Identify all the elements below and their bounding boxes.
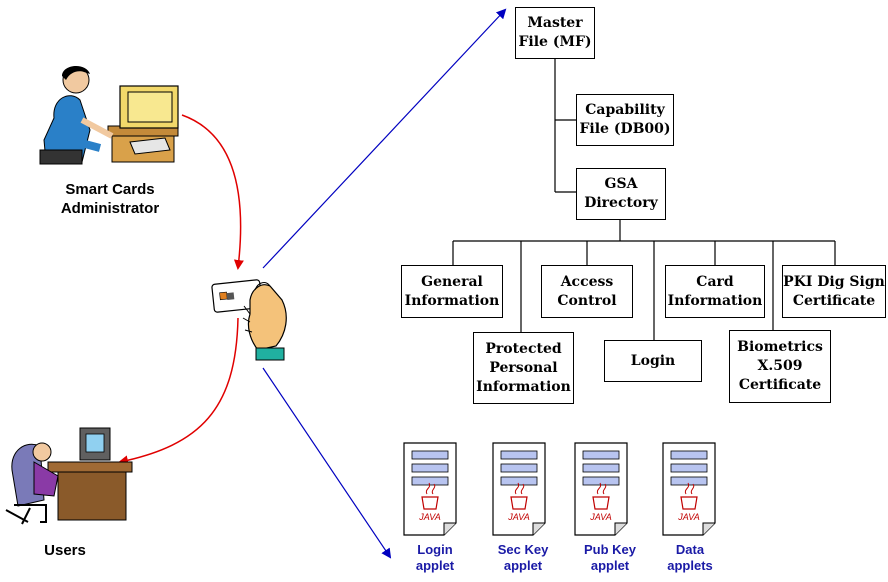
admin-to-card-arrow xyxy=(181,114,244,270)
applet-document-icon: JAVA xyxy=(662,442,716,536)
smart-card-hand-icon xyxy=(211,279,287,361)
applet-document-icon: JAVA xyxy=(574,442,628,536)
access-control-box: Access Control xyxy=(541,265,633,318)
java-logo-text: JAVA xyxy=(507,512,530,522)
card-to-users-arrow xyxy=(118,317,239,466)
java-logo-text: JAVA xyxy=(677,512,700,522)
protected-personal-information-box: Protected Personal Information xyxy=(473,332,574,404)
applet-document-icon: JAVA xyxy=(492,442,546,536)
applet-label: Pub Key applet xyxy=(583,542,636,573)
tree-connectors xyxy=(452,58,836,340)
card-to-applets-arrow xyxy=(262,367,392,559)
card-information-box: Card Information xyxy=(665,265,765,318)
java-logo-text: JAVA xyxy=(418,512,441,522)
master-file-box: Master File (MF) xyxy=(515,7,595,59)
java-logo-text: JAVA xyxy=(589,512,612,522)
biometrics-certificate-box: Biometrics X.509 Certificate xyxy=(729,330,831,403)
java-cup-icon xyxy=(421,496,439,510)
general-information-box: General Information xyxy=(401,265,503,318)
capability-file-box: Capability File (DB00) xyxy=(576,94,674,146)
gsa-directory-box: GSA Directory xyxy=(576,168,666,220)
applet-label: Sec Key applet xyxy=(497,542,549,573)
users-icon xyxy=(5,427,133,525)
pki-dig-sign-certificate-box: PKI Dig Sign Certificate xyxy=(782,265,886,318)
java-cup-icon xyxy=(680,496,698,510)
applet-document-icon: JAVA xyxy=(403,442,457,536)
users-label: Users xyxy=(44,542,86,559)
administrator-icon xyxy=(39,65,179,165)
administrator-label: Smart Cards Administrator xyxy=(60,181,160,217)
applet-label: Login applet xyxy=(415,542,455,573)
applet-label: Data applets xyxy=(667,542,713,573)
java-cup-icon xyxy=(592,496,610,510)
login-box: Login xyxy=(604,340,702,382)
java-cup-icon xyxy=(510,496,528,510)
card-to-master-file-arrow xyxy=(262,8,507,269)
